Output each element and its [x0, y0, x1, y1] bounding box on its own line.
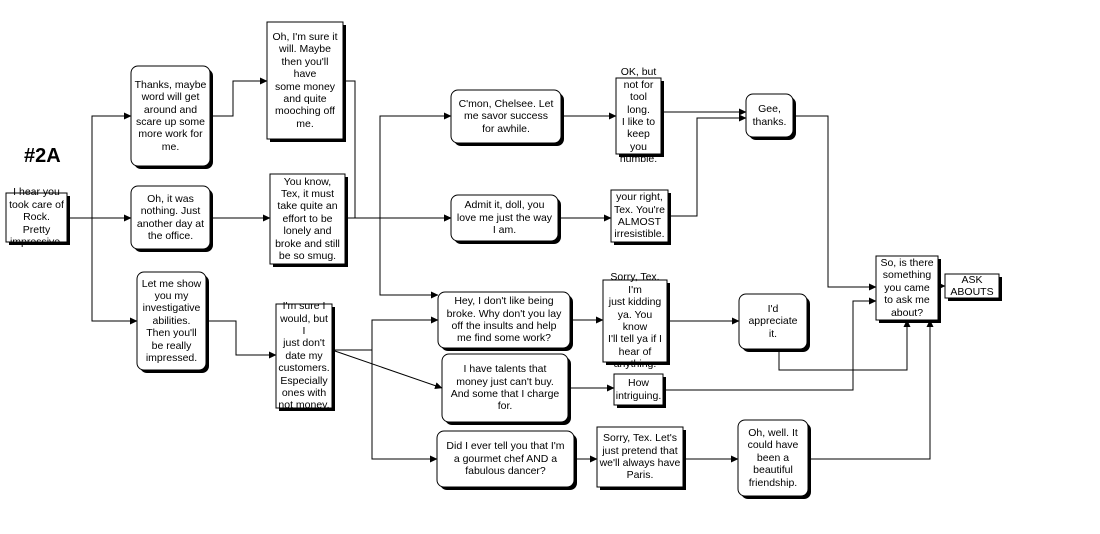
node-box-cmon: [450, 89, 562, 144]
edge-appreciate-to-something: [778, 319, 911, 371]
node-text-nothing: Oh, it was nothing. Just another day at …: [136, 192, 205, 242]
node-box-something: [875, 255, 939, 321]
node-text-sure-i-would: I'm sure I would, but I just don't date …: [278, 300, 330, 412]
edge-gee-to-something: [793, 115, 877, 291]
node-text-oh-well: Oh, well. It could have been a beautiful…: [747, 426, 799, 489]
node-text-impressive: I hear you took care of Rock. Pretty imp…: [9, 186, 64, 248]
edge-sure_i_would-to-talents: [331, 349, 443, 390]
edge-investigative-to-sure_i_would: [206, 320, 277, 359]
edge-sure_i_would-to-broke: [332, 316, 439, 351]
node-box-kidding: [602, 279, 668, 363]
node-text-sure-it-will: Oh, I'm sure it will. Maybe then you'll …: [272, 30, 338, 130]
node-box-sure-i-would: [275, 303, 333, 409]
edge-tex_effort-to-cmon: [379, 112, 452, 218]
node-text-something: So, is there something you came to ask m…: [880, 256, 934, 319]
edge-your_right-to-gee: [668, 114, 747, 217]
node-box-appreciate: [738, 293, 808, 350]
node-box-gee: [745, 93, 794, 138]
node-text-ask-abouts: ASK ABOUTS: [950, 273, 994, 298]
edge-intriguing-to-something: [663, 297, 877, 391]
node-box-thanks-word: [130, 65, 211, 167]
node-box-impressive: [5, 192, 68, 243]
edge-tex_effort-to-broke: [379, 218, 439, 299]
edge-sure_it_will-to-admit: [343, 80, 452, 222]
node-text-talents: I have talents that money just can't buy…: [450, 363, 560, 413]
node-box-nothing: [130, 185, 211, 250]
node-text-broke: Hey, I don't like being broke. Why don't…: [446, 295, 562, 345]
node-box-gourmet: [436, 430, 575, 488]
edge-oh_well-to-something: [808, 319, 934, 460]
node-box-ask-abouts: [944, 273, 1000, 299]
node-box-tex-effort: [269, 173, 346, 265]
node-box-paris: [596, 426, 684, 488]
node-text-investigative: Let me show you my investigative abiliti…: [141, 277, 202, 365]
edge-impressive-to-investigative: [91, 218, 138, 325]
node-box-talents: [441, 353, 569, 423]
node-box-investigative: [136, 271, 207, 371]
node-box-broke: [437, 291, 571, 349]
node-box-your-right: [610, 189, 669, 243]
node-text-gee: Gee, thanks.: [752, 103, 787, 128]
node-box-admit: [450, 194, 559, 242]
node-text-kidding: Sorry, Tex. I'm just kidding ya. You kno…: [608, 271, 662, 370]
node-text-your-right: your right, Tex. You're ALMOST irresisti…: [613, 191, 666, 241]
node-text-ok-not-long: OK, but not for tool long. I like to kee…: [619, 66, 658, 166]
node-text-tex-effort: You know, Tex, it must take quite an eff…: [275, 175, 340, 263]
node-text-thanks-word: Thanks, maybe word will get around and s…: [134, 78, 207, 153]
edge-thanks_word-to-sure_it_will: [210, 77, 268, 117]
node-text-intriguing: How intriguing.: [615, 377, 662, 402]
diagram-title: #2A: [24, 145, 61, 167]
node-box-oh-well: [737, 419, 809, 497]
node-text-gourmet: Did I ever tell you that I'm a gourmet c…: [446, 440, 565, 478]
node-text-cmon: C'mon, Chelsee. Let me savor success for…: [458, 97, 554, 135]
node-box-sure-it-will: [266, 21, 344, 140]
node-box-ok-not-long: [615, 77, 662, 155]
node-text-appreciate: I'd appreciate it.: [748, 302, 798, 340]
node-text-admit: Admit it, doll, you love me just the way…: [456, 199, 553, 237]
node-text-paris: Sorry, Tex. Let's just pretend that we'l…: [599, 432, 681, 482]
node-box-intriguing: [613, 373, 664, 406]
edge-impressive-to-thanks_word: [67, 112, 132, 219]
edge-sure_i_would-to-gourmet: [371, 350, 438, 463]
